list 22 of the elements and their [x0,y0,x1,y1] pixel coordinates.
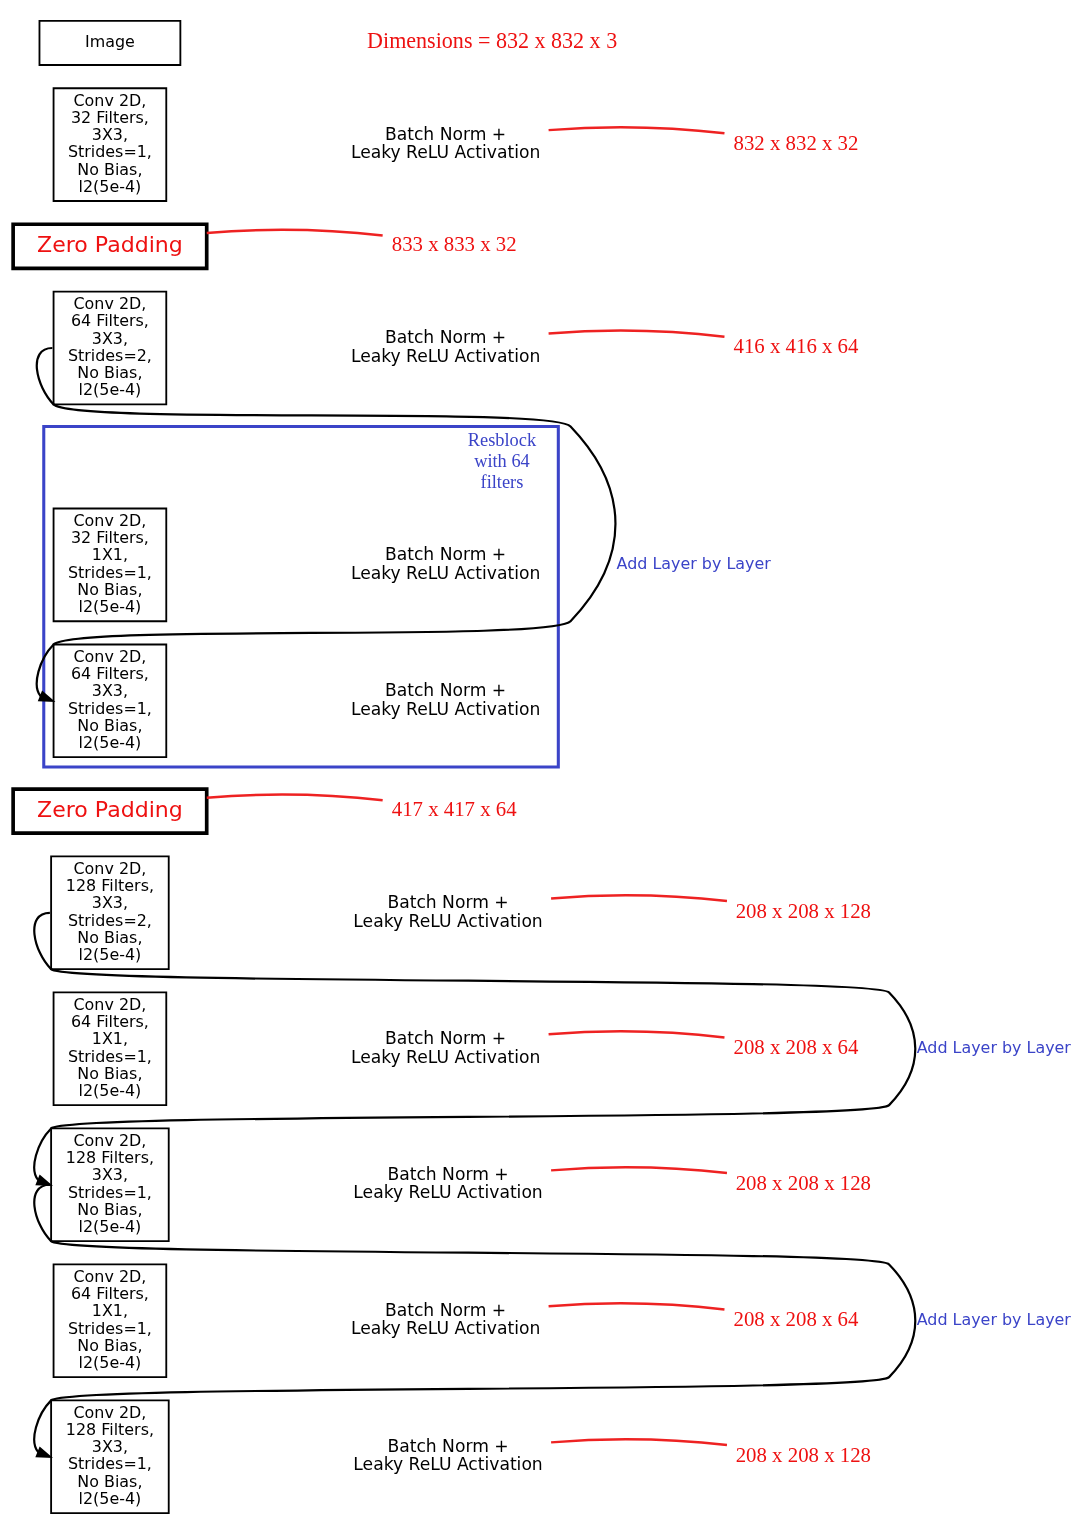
node-text: 208 x 208 x 64 [733,1306,859,1331]
node-text: 208 x 208 x 128 [735,898,871,923]
node-text: 832 x 832 x 32 [733,130,859,155]
edge-label: Add Layer by Layer [916,1037,1071,1057]
edge-label: Add Layer by Layer [616,554,771,574]
node-text: 417 x 417 x 64 [391,797,517,822]
node-text: Batch Norm + Leaky ReLU Activation [350,327,541,366]
node-text: 208 x 208 x 128 [735,1170,871,1195]
node-text: Batch Norm + Leaky ReLU Activation [350,680,541,719]
node-text: 833 x 833 x 32 [391,232,517,257]
node-text: Batch Norm + Leaky ReLU Activation [350,544,541,583]
node-text: Batch Norm + Leaky ReLU Activation [353,1164,543,1203]
edge-label: Add Layer by Layer [916,1309,1071,1329]
node-text: 416 x 416 x 64 [733,334,859,359]
node-text: 208 x 208 x 64 [733,1034,859,1059]
node-text: Batch Norm + Leaky ReLU Activation [353,892,543,931]
node-text: Batch Norm + Leaky ReLU Activation [350,1028,541,1067]
label: Dimensions = 832 x 832 x 3 [367,28,618,54]
node-text: Batch Norm + Leaky ReLU Activation [350,123,541,163]
node-text: Batch Norm + Leaky ReLU Activation [350,1300,541,1339]
node-text: 208 x 208 x 128 [735,1442,871,1467]
node-text: Batch Norm + Leaky ReLU Activation [353,1436,543,1475]
